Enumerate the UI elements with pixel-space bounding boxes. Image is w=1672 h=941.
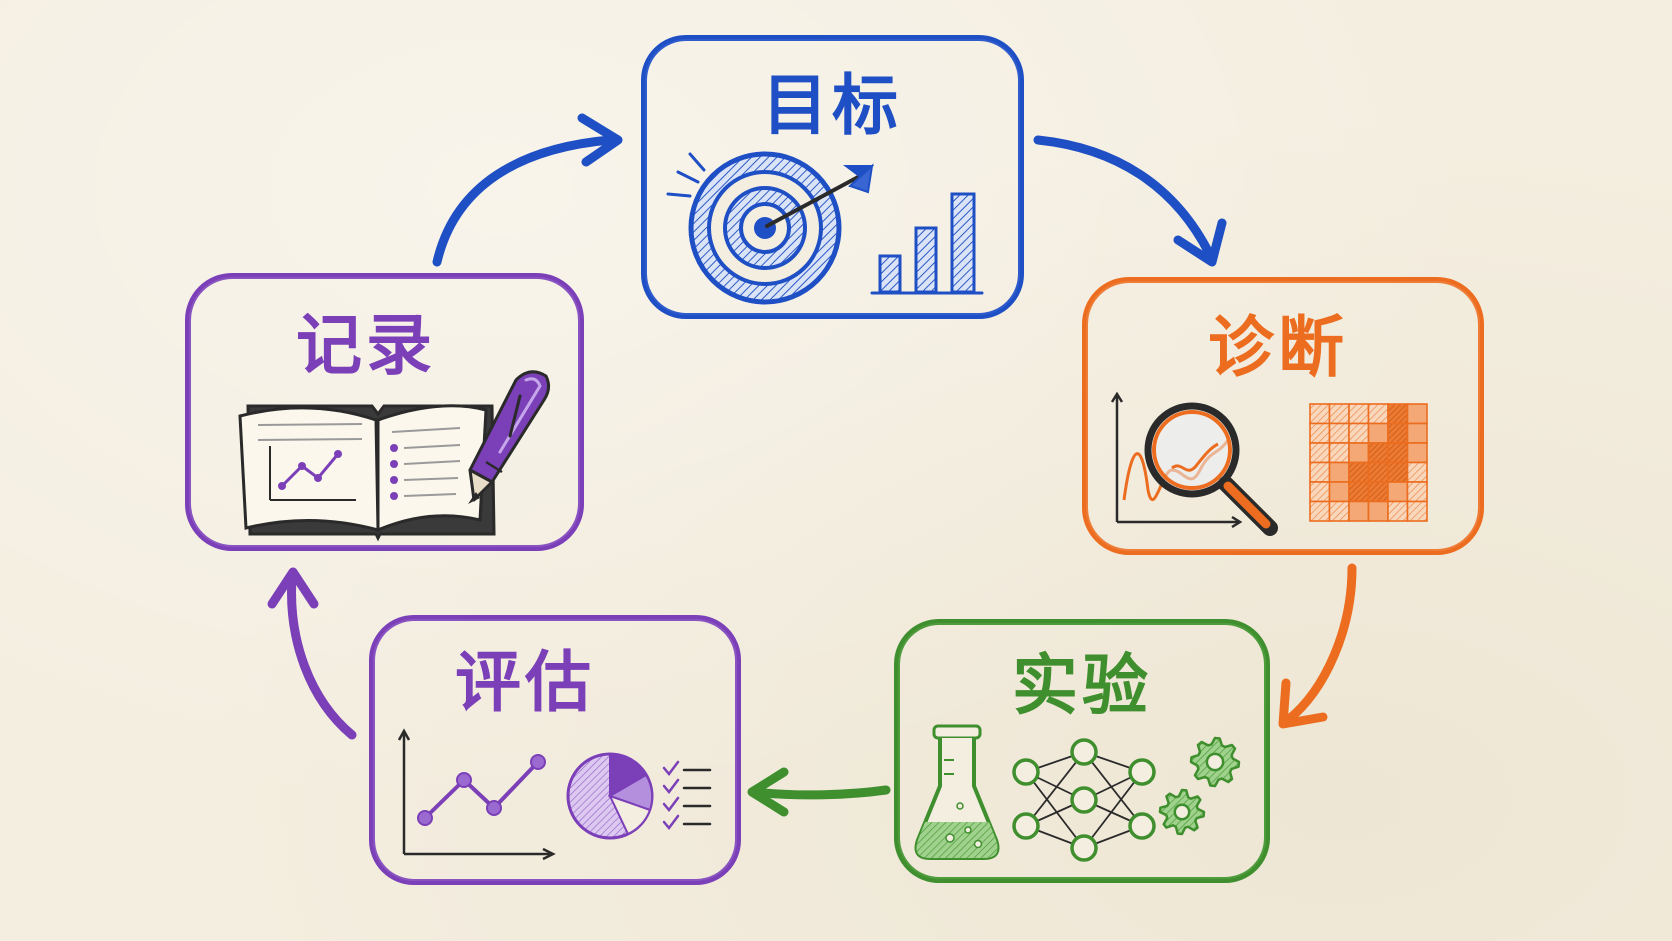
- stage-goal-label: 目标: [762, 67, 902, 144]
- arrow-diagnose-to-experiment: [1278, 563, 1357, 729]
- stage-goal: 目标: [641, 35, 1024, 319]
- pie-chart-icon: [566, 752, 654, 840]
- neural-network-icon: [1012, 738, 1156, 862]
- flask-icon: [914, 724, 1000, 860]
- stage-experiment-label: 实验: [1012, 647, 1152, 724]
- stage-evaluate: 评估: [369, 615, 741, 885]
- stage-record-label: 记录: [296, 307, 436, 384]
- bar-chart-icon: [870, 192, 984, 295]
- arrow-record-to-goal: [432, 113, 623, 267]
- stage-record: 记录: [185, 273, 584, 551]
- line-chart-icon: [397, 728, 556, 861]
- stage-diagnose: 诊断: [1082, 277, 1484, 555]
- magnifier-icon: [1110, 391, 1278, 536]
- arrow-experiment-to-evaluate: [747, 767, 891, 817]
- notebook-icon: [238, 404, 496, 542]
- stage-evaluate-label: 评估: [455, 644, 595, 721]
- stage-experiment: 实验: [894, 619, 1270, 883]
- pen-icon: [468, 370, 551, 504]
- target-icon: [666, 151, 875, 305]
- gears-icon: [1158, 736, 1241, 836]
- stage-diagnose-label: 诊断: [1208, 309, 1348, 386]
- arrow-goal-to-diagnose: [1033, 135, 1227, 267]
- checklist-icon: [662, 760, 712, 831]
- heatmap-grid-icon: [1309, 403, 1428, 522]
- arrow-evaluate-to-record: [267, 567, 357, 740]
